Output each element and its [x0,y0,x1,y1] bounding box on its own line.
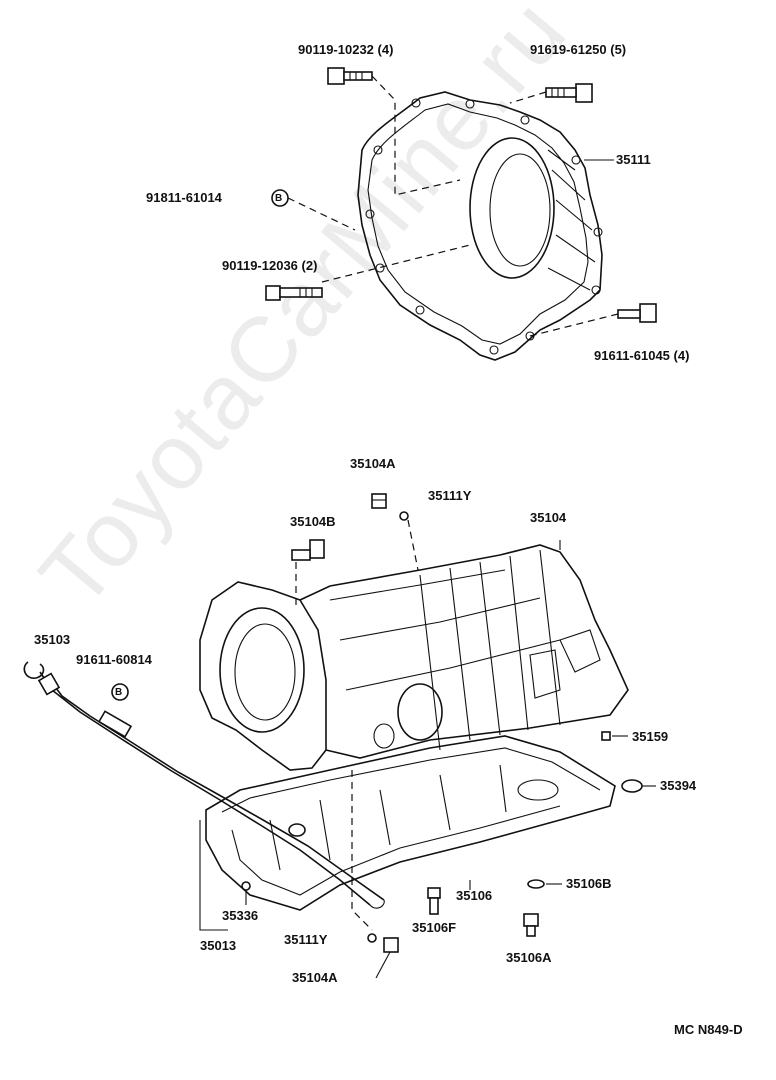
label-oring-bottom: 35111Y [284,932,328,947]
oil-pan [205,735,616,911]
washer-b-top-letter: B [275,193,283,204]
washer-b-left-letter: B [115,687,123,698]
label-magnet: 35394 [660,778,697,793]
label-washer-b-top: 91811-61014 [146,190,222,205]
oring-35111y-bottom [367,933,377,943]
label-bolt-mid: 90119-12036 (2) [222,258,318,273]
label-pan-bolt: 35106F [412,920,457,935]
label-bolt-top-right: 91619-61250 (5) [530,42,627,57]
plug-35104a-top [371,493,387,509]
label-drain-plug: 35106A [506,950,552,965]
diagram-code: MC N849-D [674,1022,743,1037]
drain-plug-35106a [523,913,539,937]
label-washer-b-left: 91611-60814 [76,652,152,667]
bracket-35013 [199,820,228,931]
washer-b-left [111,683,129,701]
leader-bolt-3 [321,244,471,283]
transmission-case [199,544,629,771]
bolt-91611-61045 [617,303,657,323]
bolt-91619-61250 [545,83,593,103]
label-plug-top: 35104A [350,456,396,471]
label-oring-top: 35111Y [428,488,472,503]
label-tube-assy: 35013 [200,938,237,953]
label-oring-tube: 35336 [222,908,259,923]
magnet-35394 [621,779,643,793]
label-housing: 35111 [616,152,651,167]
label-case: 35104 [530,510,567,525]
label-plug-bottom: 35104A [292,970,338,985]
plug-35159 [601,731,611,741]
bolt-90119-12036 [265,285,323,301]
leader-washer-top [287,197,356,231]
leader-oring-top [407,519,419,571]
leader-bolt-2 [509,91,547,104]
fitting-35104b [291,539,325,561]
dipstick-and-tube [23,661,385,909]
bolt-90119-10232 [327,67,373,85]
plug-35104a-bottom [383,937,399,953]
label-fitting: 35104B [290,514,336,529]
leader-bolt-4 [529,313,619,337]
label-plug-side: 35159 [632,729,669,744]
pan-bolt-35106f [427,887,441,915]
bell-housing [357,91,603,361]
label-pan: 35106 [456,888,493,903]
leader-bolt-1 [371,75,461,196]
oring-35336 [241,881,251,891]
label-bolt-bottom-right: 91611-61045 (4) [594,348,690,363]
drain-gasket-35106b [527,879,545,889]
label-bolt-top-left: 90119-10232 (4) [298,42,394,57]
label-dipstick: 35103 [34,632,71,647]
leader-oring-bottom [351,770,373,931]
label-drain-gasket: 35106B [566,876,612,891]
leader-plug-bottom [375,951,391,979]
oring-35111y-top [399,511,409,521]
